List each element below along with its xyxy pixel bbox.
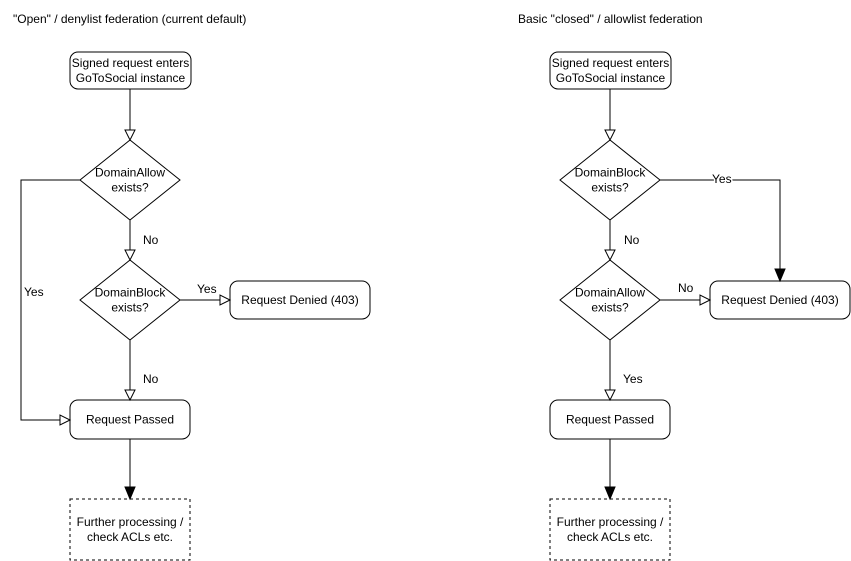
open-domainblock-yes-label: Yes: [197, 282, 217, 296]
edge-closed-passed-to-further: [604, 439, 616, 501]
diagram-title-closed-allowlist: Basic "closed" / allowlist federation: [518, 12, 703, 26]
open-domainblock-yes-arrowhead-open: [219, 294, 232, 306]
closed-domainblock-yes-line: [660, 179, 781, 269]
closed-domainallow-label: DomainAllow: [575, 286, 645, 300]
open-domainblock-no-arrowhead-open: [124, 389, 136, 402]
node-open-passed: Request Passed: [69, 399, 191, 440]
open-domainallow-no-label: No: [143, 233, 159, 247]
closed-domainblock-yes-label: Yes: [712, 172, 732, 186]
closed-domainblock-no-label: No: [624, 233, 640, 247]
node-open-further: Further processing /check ACLs etc.: [69, 498, 191, 561]
node-open-denied: Request Denied (403): [229, 280, 371, 320]
closed-entry-label: GoToSocial instance: [556, 71, 666, 85]
open-entry-label: GoToSocial instance: [76, 71, 186, 85]
edge-closed-domainallow-no: No: [660, 280, 712, 306]
closed-passed-to-further-arrowhead-solid: [604, 486, 616, 501]
node-closed-passed: Request Passed: [549, 399, 671, 440]
closed-domainallow-no-label: No: [678, 281, 694, 295]
open-passed-label: Request Passed: [86, 413, 174, 427]
open-domainallow-label: exists?: [111, 181, 149, 195]
open-further-label: Further processing /: [77, 515, 184, 529]
open-denied-label: Request Denied (403): [241, 293, 358, 307]
closed-domainblock-yes-arrowhead-solid: [774, 268, 786, 283]
edge-open-domainblock-yes: Yes: [180, 281, 232, 306]
closed-denied-label: Request Denied (403): [721, 293, 838, 307]
open-domainallow-no-arrowhead-open: [124, 249, 136, 262]
edge-closed-domainallow-yes: Yes: [604, 340, 644, 402]
closed-domainallow-yes-arrowhead-open: [604, 389, 616, 402]
open-further-shape: [69, 498, 191, 561]
open-domainblock-no-label: No: [143, 372, 159, 386]
open-entry-label: Signed request enters: [72, 56, 189, 70]
closed-entry-label: Signed request enters: [552, 56, 669, 70]
closed-domainallow-yes-label: Yes: [623, 372, 643, 386]
open-domainallow-label: DomainAllow: [95, 166, 165, 180]
open-domainblock-label: exists?: [111, 301, 149, 315]
open-domainallow-yes-line: [20, 179, 80, 421]
open-passed-to-further-arrowhead-solid: [124, 486, 136, 501]
closed-further-label: check ACLs etc.: [567, 530, 653, 544]
node-closed-further: Further processing /check ACLs etc.: [549, 498, 671, 561]
closed-further-label: Further processing /: [557, 515, 664, 529]
closed-domainallow-label: exists?: [591, 301, 629, 315]
open-domainallow-yes-label: Yes: [24, 285, 44, 299]
closed-entry-to-domainblock-arrowhead-open: [604, 129, 616, 142]
open-further-label: check ACLs etc.: [87, 530, 173, 544]
edge-open-entry-to-domainallow: [124, 89, 136, 142]
closed-domainblock-no-arrowhead-open: [604, 249, 616, 262]
edge-closed-domainblock-yes: Yes: [660, 171, 786, 283]
edge-open-domainallow-yes: Yes: [20, 179, 80, 426]
closed-domainallow-no-arrowhead-open: [699, 294, 712, 306]
closed-domainblock-label: DomainBlock: [575, 166, 647, 180]
node-closed-denied: Request Denied (403): [709, 280, 851, 320]
edge-open-domainblock-no: No: [124, 340, 160, 402]
open-domainblock-label: DomainBlock: [95, 286, 167, 300]
edge-closed-domainblock-no: No: [604, 220, 641, 262]
closed-further-shape: [549, 498, 671, 561]
open-domainallow-yes-arrowhead-open: [59, 414, 72, 426]
closed-passed-label: Request Passed: [566, 413, 654, 427]
edge-open-domainallow-no: No: [124, 220, 160, 262]
diagram-title-open-denylist: "Open" / denylist federation (current de…: [13, 12, 247, 26]
closed-domainblock-label: exists?: [591, 181, 629, 195]
open-entry-to-domainallow-arrowhead-open: [124, 129, 136, 142]
edge-open-passed-to-further: [124, 439, 136, 501]
edge-closed-entry-to-domainblock: [604, 89, 616, 142]
